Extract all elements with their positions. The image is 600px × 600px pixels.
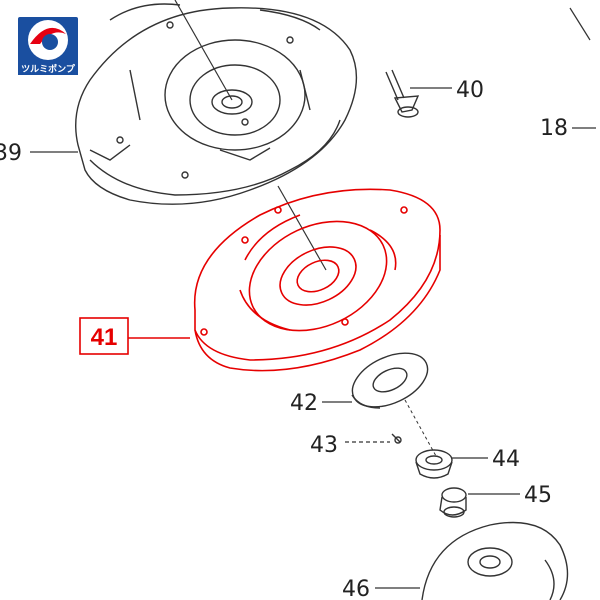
callout-45-label: 45 <box>524 483 552 508</box>
callout-42-label: 42 <box>290 391 318 416</box>
part-41-plate <box>193 188 441 372</box>
shaft-axis-bottom <box>404 399 437 457</box>
callout-18: 18 <box>540 7 596 141</box>
part-43-pin <box>391 433 402 444</box>
callout-39: 39 <box>0 141 78 166</box>
callout-39-label: 39 <box>0 141 22 166</box>
part-44-bushing <box>415 449 453 479</box>
callout-46: 46 <box>342 577 420 600</box>
part-45-nut <box>439 487 467 518</box>
callout-42: 42 <box>290 391 352 416</box>
part-42-washer <box>351 352 429 409</box>
callout-46-label: 46 <box>342 577 370 600</box>
logo-text: ツルミポンプ <box>21 63 76 75</box>
callout-18-label: 18 <box>540 116 568 141</box>
part-40-bolt <box>385 69 420 118</box>
callout-40-label: 40 <box>456 78 484 103</box>
shaft-axis-top <box>174 0 233 101</box>
callout-43: 43 <box>310 433 390 458</box>
callout-44-label: 44 <box>492 447 520 472</box>
callout-41: 41 <box>79 317 190 355</box>
part-39-housing <box>75 3 358 205</box>
part-46-impeller <box>421 521 569 600</box>
callout-40: 40 <box>410 78 484 103</box>
brand-logo: ツルミポンプ <box>18 17 78 75</box>
callout-41-label: 41 <box>91 324 118 351</box>
callout-45: 45 <box>468 483 552 508</box>
callout-44: 44 <box>452 447 520 472</box>
callout-43-label: 43 <box>310 433 338 458</box>
